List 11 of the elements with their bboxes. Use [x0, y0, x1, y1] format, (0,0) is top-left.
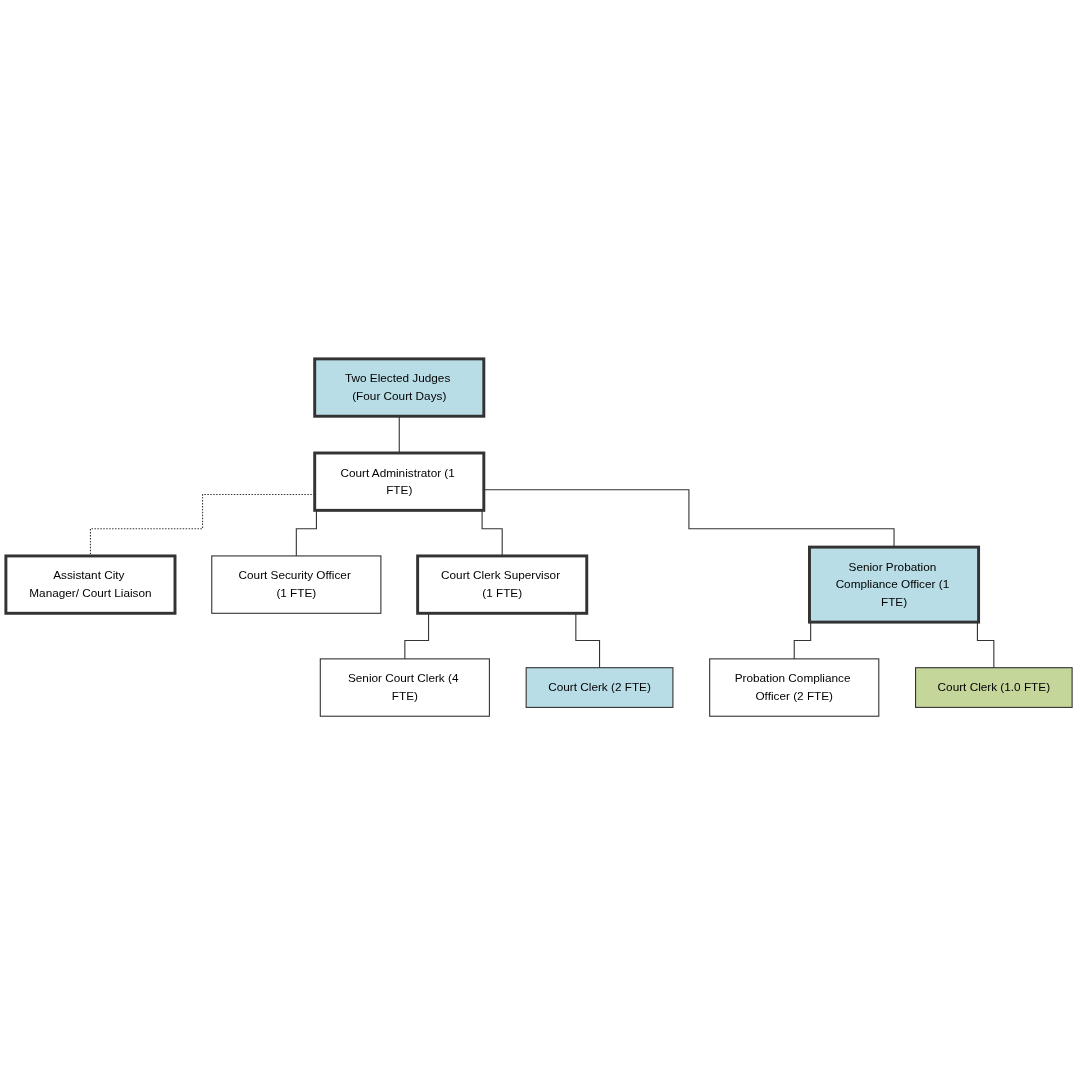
node-box: Senior Court Clerk (4 FTE)	[319, 658, 490, 718]
node-box: Court Security Officer (1 FTE)	[211, 555, 382, 615]
connector	[398, 416, 400, 454]
node-box: Assistant City Manager/ Court Liaison	[4, 554, 177, 616]
node-box: Probation Compliance Officer (2 FTE)	[709, 658, 880, 718]
node-box: Court Clerk (2 FTE)	[525, 667, 674, 709]
node-box: Court Administrator (1 FTE)	[313, 451, 486, 513]
node-box: Court Clerk (1.0 FTE)	[915, 667, 1073, 709]
node-box: Court Clerk Supervisor (1 FTE)	[416, 554, 589, 616]
node-box: Two Elected Judges (Four Court Days)	[313, 357, 486, 419]
node-box: Senior Probation Compliance Officer (1 FTE)	[808, 546, 981, 624]
